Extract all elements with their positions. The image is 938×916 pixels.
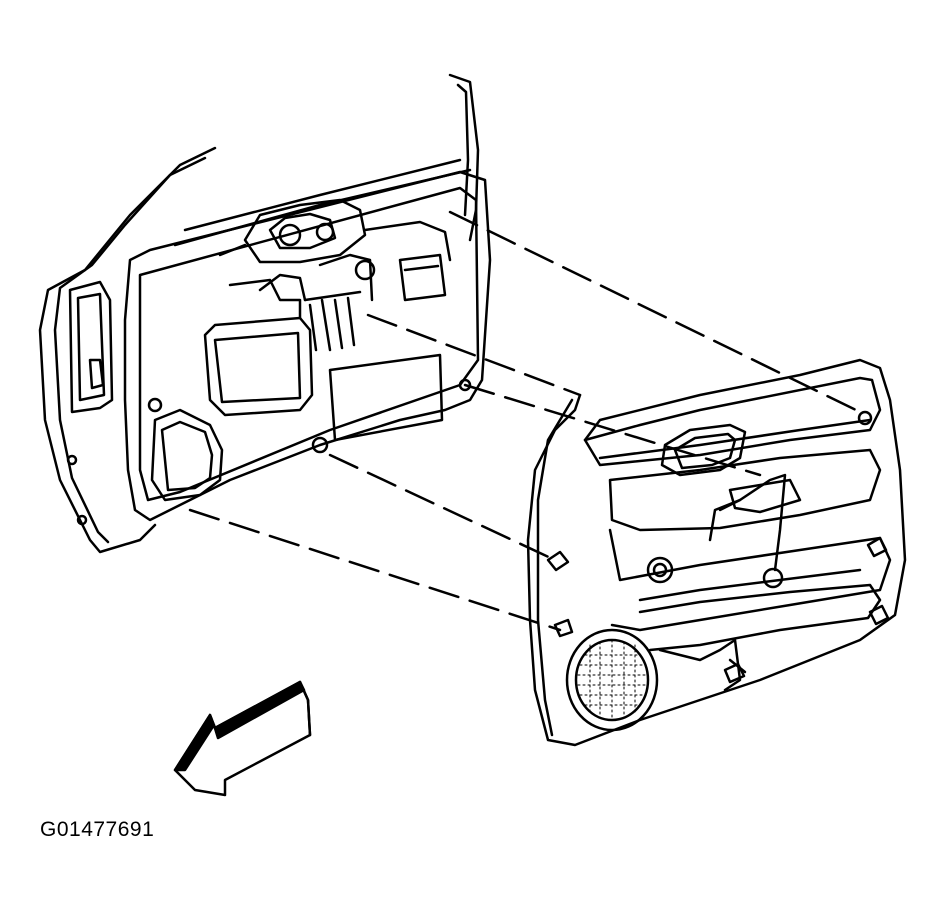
door-handle-pocket bbox=[660, 423, 747, 477]
door-trim-panel bbox=[526, 358, 907, 747]
harness-connector bbox=[762, 567, 784, 589]
door-inner-frame bbox=[38, 73, 492, 554]
speaker-grille-mesh bbox=[577, 639, 648, 721]
alignment-line-top bbox=[448, 210, 862, 414]
retainer-clips bbox=[546, 536, 890, 684]
alignment-lines bbox=[188, 210, 862, 632]
figure-id-label: G01477691 bbox=[40, 818, 155, 841]
window-regulator bbox=[218, 198, 452, 302]
alignment-line-low bbox=[328, 453, 557, 562]
speaker-grille bbox=[565, 628, 659, 732]
front-direction-arrow-icon bbox=[173, 680, 312, 797]
alignment-line-upper bbox=[366, 313, 582, 397]
door-module bbox=[203, 253, 376, 417]
alignment-line-bottom bbox=[188, 508, 562, 632]
alignment-line-mid bbox=[463, 383, 762, 477]
lower-door-openings bbox=[147, 353, 472, 502]
courtesy-lamp bbox=[646, 556, 674, 584]
